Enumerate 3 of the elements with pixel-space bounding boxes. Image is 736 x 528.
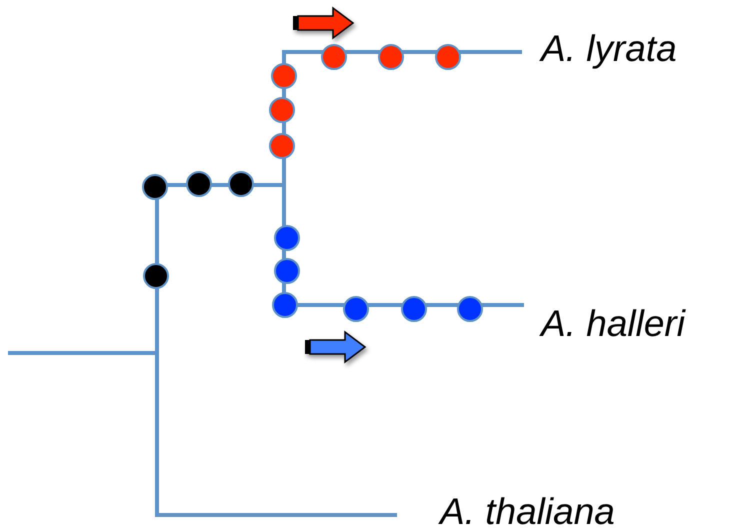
species-label: A. halleri	[541, 305, 685, 342]
species-label: A. lyrata	[541, 30, 677, 67]
species-label: A. thaliana	[440, 493, 615, 528]
